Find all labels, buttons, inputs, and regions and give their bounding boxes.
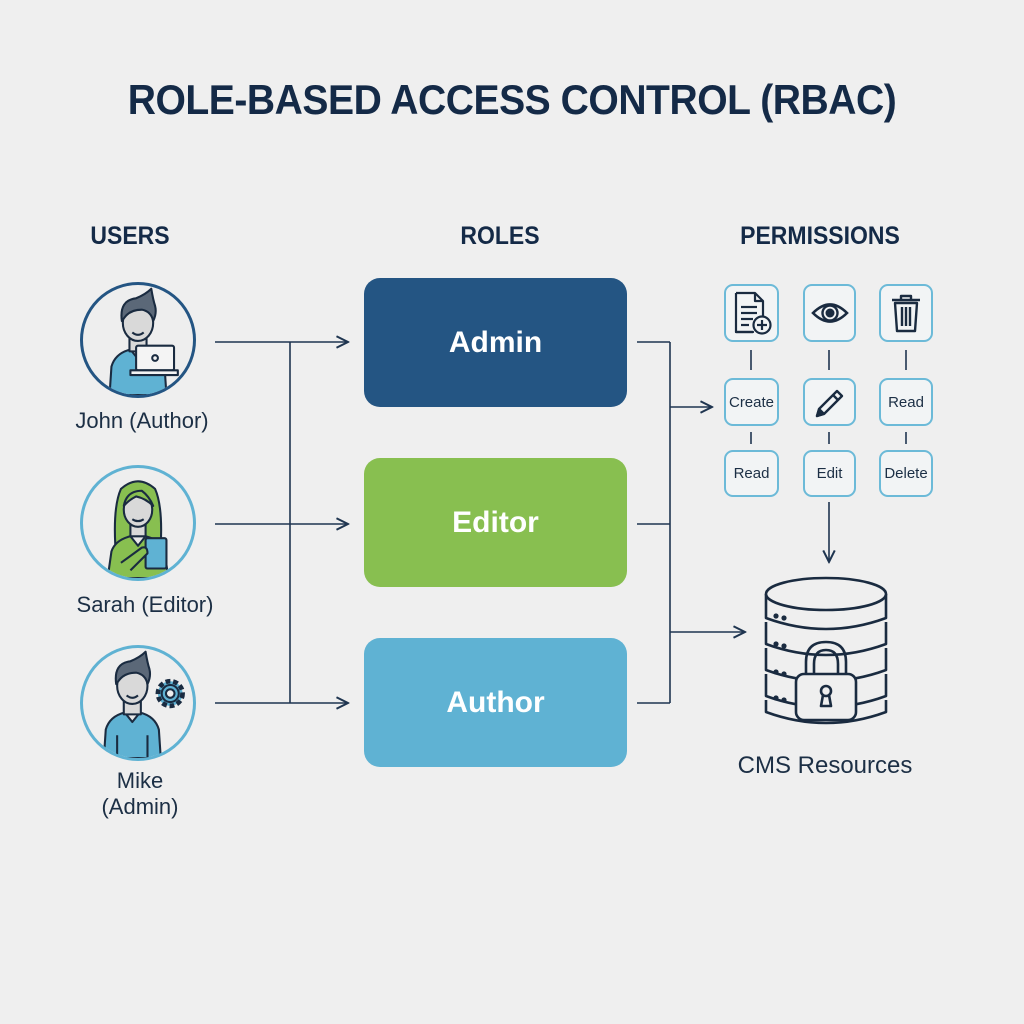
avatar-sarah xyxy=(80,465,196,581)
perm-delete-label: Delete xyxy=(884,465,928,482)
perm-create-icon-cell[interactable] xyxy=(724,284,779,342)
perm-delete[interactable]: Delete xyxy=(879,450,933,497)
perm-read-top[interactable]: Read xyxy=(879,378,933,426)
role-editor-label: Editor xyxy=(452,505,539,539)
perm-read[interactable]: Read xyxy=(724,450,779,497)
perm-view-icon-cell[interactable] xyxy=(803,284,856,342)
locked-database-icon xyxy=(764,576,888,725)
role-admin-label: Admin xyxy=(448,325,543,359)
perm-delete-icon-cell[interactable] xyxy=(879,284,933,342)
user-label-mike-role: (Admin) xyxy=(101,794,179,819)
user-with-laptop-icon xyxy=(108,287,179,395)
document-add-icon xyxy=(734,291,772,335)
cms-resources-label: CMS Resources xyxy=(737,752,913,779)
users-header: USERS xyxy=(90,222,170,250)
user-with-tablet-icon xyxy=(106,480,170,578)
role-admin[interactable]: Admin xyxy=(364,278,627,407)
avatar-john xyxy=(80,282,196,398)
trash-icon xyxy=(892,294,920,333)
user-with-gear-icon xyxy=(102,650,185,758)
user-label-mike: Mike (Admin) xyxy=(40,768,240,820)
user-label-mike-name: Mike xyxy=(116,768,164,793)
perm-read-label: Read xyxy=(733,465,770,482)
perm-edit-icon-cell[interactable] xyxy=(803,378,856,426)
diagram-title: ROLE-BASED ACCESS CONTROL (RBAC) xyxy=(127,76,897,123)
role-editor[interactable]: Editor xyxy=(364,458,627,587)
role-author-label: Author xyxy=(446,685,545,719)
eye-icon xyxy=(810,303,849,323)
user-label-john: John (Author) xyxy=(75,408,209,433)
user-label-sarah: Sarah (Editor) xyxy=(76,592,214,617)
perm-create[interactable]: Create xyxy=(724,378,779,426)
pencil-icon xyxy=(815,389,843,418)
perm-read-top-label: Read xyxy=(888,393,924,411)
lock-icon xyxy=(794,640,858,722)
role-author[interactable]: Author xyxy=(364,638,627,767)
perm-create-label: Create xyxy=(728,393,775,411)
perm-edit-label: Edit xyxy=(816,465,843,482)
permissions-header: PERMISSIONS xyxy=(740,222,900,250)
perm-edit[interactable]: Edit xyxy=(803,450,856,497)
roles-header: ROLES xyxy=(460,222,540,250)
avatar-mike xyxy=(80,645,196,761)
